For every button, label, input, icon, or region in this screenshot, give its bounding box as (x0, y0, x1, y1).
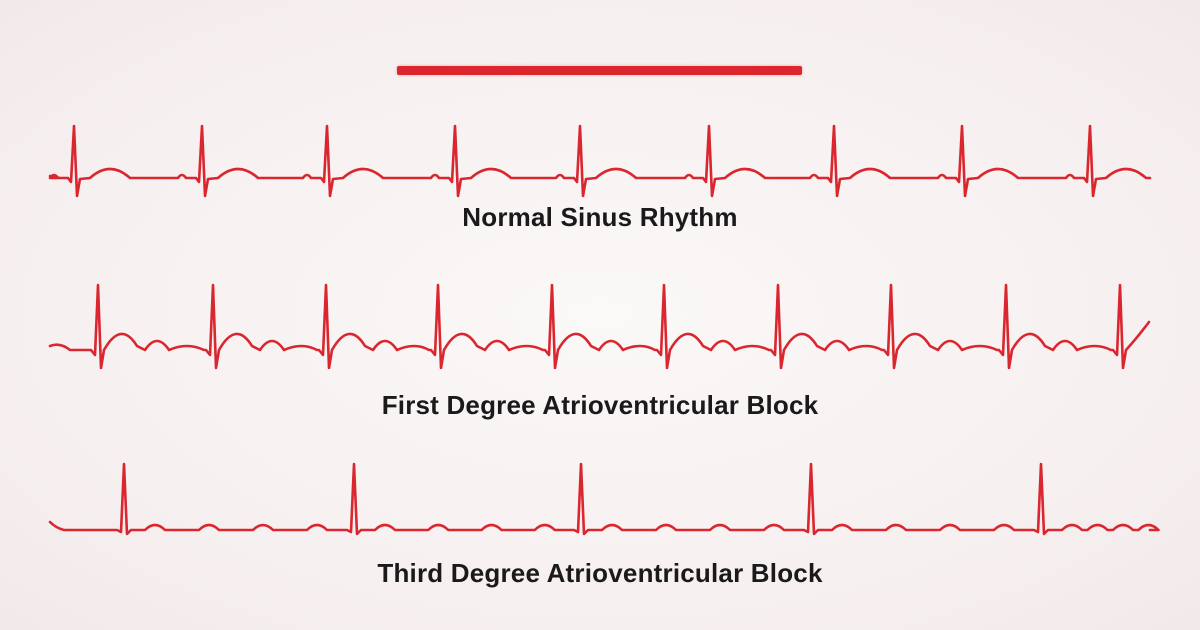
ecg-trace-first-degree-av-block (48, 283, 1151, 370)
header-accent-bar (397, 66, 802, 75)
ecg-strip-third-degree-av-block (0, 450, 1200, 560)
ecg-trace-normal-sinus (48, 124, 1152, 198)
ecg-strip-first-degree-av-block (0, 270, 1200, 390)
ecg-trace-third-degree-av-block (48, 462, 1160, 536)
rhythm-label-first-degree-av-block: First Degree Atrioventricular Block (381, 390, 819, 420)
rhythm-label-normal-sinus: Normal Sinus Rhythm (462, 202, 738, 232)
rhythm-label-third-degree-av-block: Third Degree Atrioventricular Block (377, 558, 823, 588)
ecg-strip-normal-sinus (0, 110, 1200, 210)
